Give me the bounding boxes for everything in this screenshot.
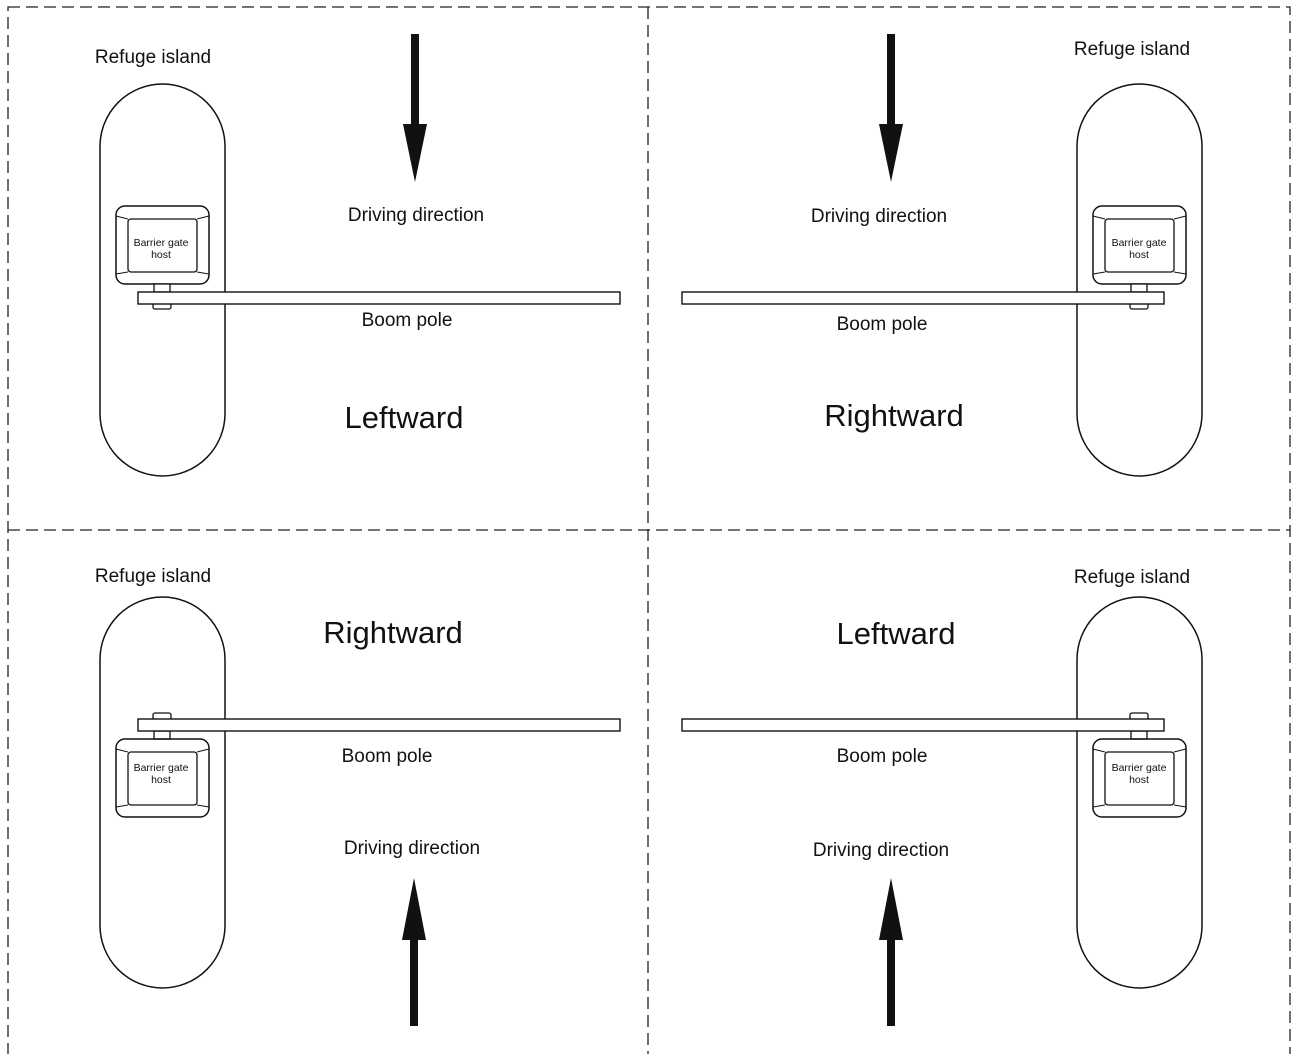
barrier-gate-host-label-line2: host — [151, 249, 171, 261]
quadrant-bottom-left: Refuge island Barrier gate host Boom pol… — [95, 566, 621, 1026]
refuge-island-label: Refuge island — [1074, 39, 1190, 60]
refuge-island — [99, 83, 226, 477]
boom-pole-label: Boom pole — [837, 746, 928, 767]
quadrant-top-right: Refuge island Barrier gate host Boom pol… — [681, 34, 1203, 477]
barrier-gate-host-label-line2: host — [1129, 774, 1149, 786]
driving-direction-label: Driving direction — [344, 838, 480, 859]
boom-pole-label: Boom pole — [342, 746, 433, 767]
boom-pole-label: Boom pole — [837, 314, 928, 335]
quadrant-top-left: Refuge island Barrier gate host Boom pol… — [95, 34, 621, 477]
direction-label: Rightward — [323, 615, 463, 650]
refuge-island — [1076, 83, 1203, 477]
boom-pole — [137, 718, 621, 732]
barrier-gate-host-label-line1: Barrier gate — [134, 237, 189, 249]
boom-pole — [681, 291, 1165, 305]
driving-direction-arrow — [402, 878, 426, 1026]
outer-frame — [7, 6, 1291, 1054]
barrier-gate-host-label-line1: Barrier gate — [1112, 237, 1167, 249]
barrier-gate-host: Barrier gate host — [115, 738, 210, 818]
refuge-island-label: Refuge island — [95, 566, 211, 587]
barrier-gate-host-label-line2: host — [1129, 249, 1149, 261]
barrier-gate-host-label-line2: host — [151, 774, 171, 786]
driving-direction-arrow — [879, 34, 903, 182]
direction-label: Leftward — [837, 616, 956, 651]
driving-direction-arrow — [879, 878, 903, 1026]
driving-direction-label: Driving direction — [811, 206, 947, 227]
barrier-gate-host: Barrier gate host — [1092, 205, 1187, 285]
boom-pole — [681, 718, 1165, 732]
barrier-gate-host: Barrier gate host — [1092, 738, 1187, 818]
boom-pole — [137, 291, 621, 305]
quadrant-frame — [7, 6, 1291, 1054]
barrier-gate-host: Barrier gate host — [115, 205, 210, 285]
driving-direction-label: Driving direction — [348, 205, 484, 226]
direction-label: Leftward — [345, 400, 464, 435]
refuge-island-label: Refuge island — [95, 47, 211, 68]
driving-direction-arrow — [403, 34, 427, 182]
refuge-island-label: Refuge island — [1074, 567, 1190, 588]
refuge-island — [99, 596, 226, 989]
boom-pole-label: Boom pole — [362, 310, 453, 331]
quadrant-bottom-right: Refuge island Barrier gate host Boom pol… — [681, 567, 1203, 1026]
driving-direction-label: Driving direction — [813, 840, 949, 861]
refuge-island — [1076, 596, 1203, 989]
barrier-gate-host-label-line1: Barrier gate — [134, 762, 189, 774]
barrier-gate-host-label-line1: Barrier gate — [1112, 762, 1167, 774]
direction-label: Rightward — [824, 398, 964, 433]
